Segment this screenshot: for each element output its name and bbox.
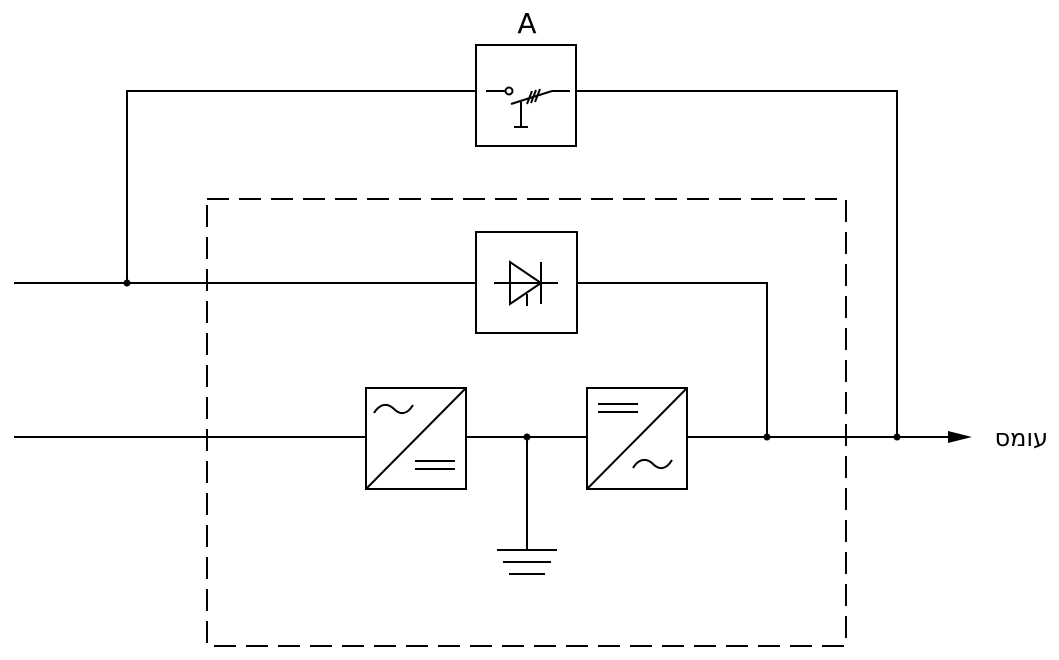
ac-wave-icon — [373, 403, 414, 415]
junction-dot — [893, 433, 901, 441]
thyristor-icon — [494, 260, 558, 306]
switch-icon — [486, 86, 570, 128]
junction-dot — [523, 433, 531, 441]
ac-wave-icon — [632, 458, 673, 470]
inverter — [586, 387, 688, 490]
junction-dot — [763, 433, 771, 441]
main-path-line — [14, 431, 972, 443]
output-arrow-icon — [948, 431, 972, 443]
output-label: עומס — [995, 424, 1048, 452]
battery-branch — [497, 437, 557, 575]
static-switch — [475, 231, 578, 334]
switch-label: A — [517, 7, 536, 40]
static-bypass-line — [14, 282, 768, 438]
rectifier — [365, 387, 467, 490]
junction-dot — [123, 279, 131, 287]
maintenance-switch — [475, 44, 577, 147]
bypass-line — [126, 90, 898, 438]
